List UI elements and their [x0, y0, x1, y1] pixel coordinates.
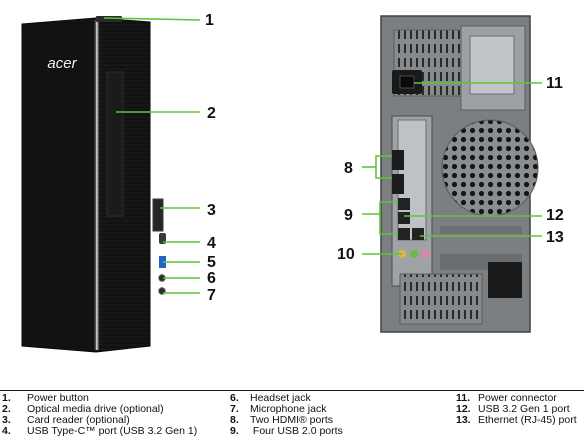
usb3-port[interactable] [398, 212, 410, 224]
legend-column-3: 11.Power connector 12.USB 3.2 Gen 1 port… [456, 393, 577, 426]
rear-tower [380, 15, 539, 333]
fan-grille [441, 119, 539, 217]
callout-8: 8 [344, 160, 353, 177]
legend-item: 4.USB Type-C™ port (USB 3.2 Gen 1) [2, 425, 198, 437]
card-reader[interactable] [152, 198, 164, 232]
expansion-card [488, 262, 522, 298]
usb2-port[interactable] [398, 198, 410, 210]
callout-6: 6 [207, 270, 216, 287]
audio-jack-mic[interactable] [422, 250, 430, 258]
legend-item: 2.Optical media drive (optional) [2, 403, 164, 415]
legend-item: 7.Microphone jack [230, 403, 327, 415]
legend-item: 9. Four USB 2.0 ports [230, 425, 343, 437]
ethernet-port[interactable] [412, 228, 424, 240]
callout-11: 11 [546, 75, 563, 92]
legend-column-1: 1.Power button 2.Optical media drive (op… [2, 393, 197, 437]
legend: 1.Power button 2.Optical media drive (op… [0, 390, 584, 437]
callout-3: 3 [207, 202, 216, 219]
legend-item: 11.Power connector [456, 392, 557, 404]
computer-diagram: acer [21, 15, 542, 353]
legend-item: 13.Ethernet (RJ-45) port [456, 414, 577, 426]
legend-item: 3.Card reader (optional) [2, 414, 130, 426]
callout-1: 1 [205, 12, 214, 29]
callout-10: 10 [337, 246, 355, 263]
callout-12: 12 [546, 207, 564, 224]
callout-4: 4 [207, 235, 216, 252]
callout-lines [103, 17, 542, 294]
callout-9: 9 [344, 207, 353, 224]
acer-logo: acer [47, 55, 77, 72]
diagram-stage: acer [21, 12, 564, 353]
audio-jack-line-out[interactable] [410, 250, 418, 258]
usb2-port[interactable] [398, 228, 410, 240]
callout-2: 2 [207, 105, 216, 122]
front-tower: acer [21, 16, 166, 353]
callout-5: 5 [207, 254, 216, 271]
hdmi-port-2[interactable] [392, 174, 404, 194]
callout-7: 7 [207, 287, 216, 304]
legend-item: 6.Headset jack [230, 392, 311, 404]
legend-item: 8.Two HDMI® ports [230, 414, 334, 426]
legend-item: 12.USB 3.2 Gen 1 port [456, 403, 570, 415]
chrome-edge [94, 20, 99, 350]
legend-item: 1.Power button [2, 392, 89, 404]
callout-13: 13 [546, 229, 564, 246]
legend-divider [0, 390, 584, 391]
optical-drive[interactable] [106, 71, 124, 217]
usb-a-port[interactable] [159, 256, 166, 268]
hdmi-port-1[interactable] [392, 150, 404, 170]
legend-column-2: 6.Headset jack 7.Microphone jack 8.Two H… [230, 393, 343, 437]
